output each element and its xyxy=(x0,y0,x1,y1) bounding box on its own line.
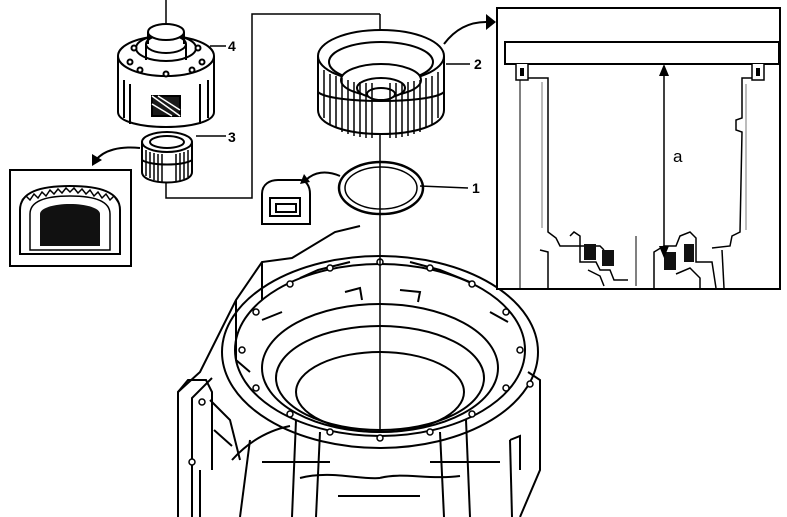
dimension-arrowhead-top-icon xyxy=(659,64,669,76)
bearing-inset-arrow xyxy=(95,146,141,161)
callout-4-label: 4 xyxy=(228,38,236,54)
callout-1-label: 1 xyxy=(472,180,480,196)
callout-2-label: 2 xyxy=(474,56,482,72)
detail-inset-arrow xyxy=(443,21,487,45)
bearing-inset-arrowhead-icon xyxy=(92,154,102,166)
callout-leaders xyxy=(196,45,470,189)
seal-inset-arrowhead-icon xyxy=(300,174,310,184)
part-1-seal-ring xyxy=(337,160,425,216)
dimension-arrowhead-bottom-icon xyxy=(659,246,669,258)
part-4-carrier-hub xyxy=(117,23,215,128)
seal-section-inset xyxy=(261,179,311,225)
flange-bolt-holes xyxy=(188,258,534,466)
dimension-a-label: a xyxy=(673,147,683,166)
callout-3-label: 3 xyxy=(228,129,236,145)
detail-inset-arrowhead-icon xyxy=(486,14,496,30)
measurement-detail-inset: a xyxy=(496,7,781,290)
transmission-case xyxy=(177,225,541,517)
bearing-section-inset xyxy=(9,169,132,267)
part-3-bearing xyxy=(141,131,193,184)
part-2-clutch-drum xyxy=(317,29,445,138)
seal-inset-arrow xyxy=(305,171,341,181)
